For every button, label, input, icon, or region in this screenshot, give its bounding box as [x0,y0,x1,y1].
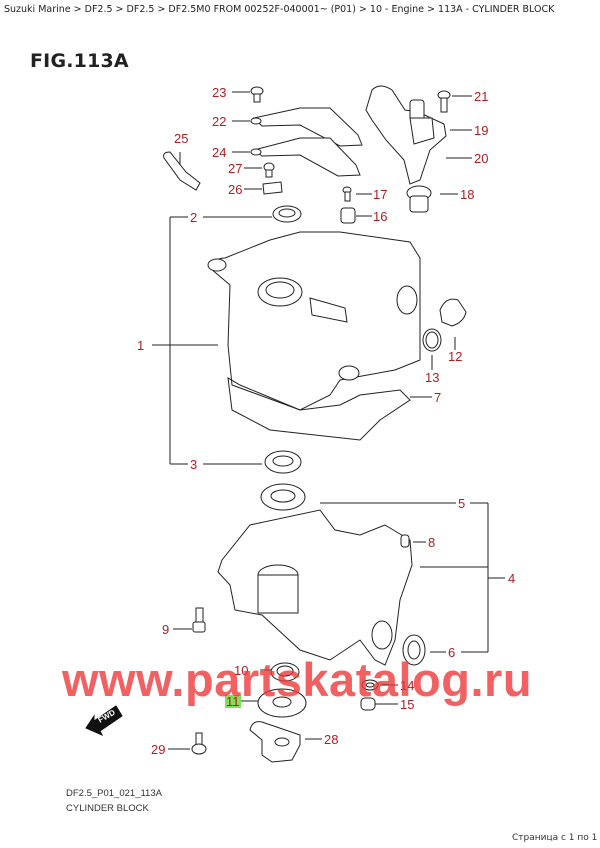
clip-26 [262,181,283,195]
hose-25 [163,151,201,191]
callout-18[interactable]: 18 [460,187,475,202]
figure-code: DF2.5_P01_021_113A [66,788,162,799]
o-ring-13 [422,328,442,352]
callout-20[interactable]: 20 [474,151,489,166]
bolt-21 [437,90,451,113]
figure-caption: CYLINDER BLOCK [66,803,149,814]
seal-10 [270,662,300,682]
callout-26[interactable]: 26 [228,182,243,197]
callout-23[interactable]: 23 [212,85,227,100]
callout-9[interactable]: 9 [162,622,170,637]
callout-16[interactable]: 16 [373,209,388,224]
callout-27[interactable]: 27 [228,161,243,176]
callout-22[interactable]: 22 [212,114,227,129]
bracket-24 [250,137,361,177]
thermostat-cover-19 [365,85,447,185]
leader-lines [152,91,505,750]
screw-17 [342,186,352,202]
washer-14 [361,679,379,691]
crankcase-4 [217,509,413,666]
callout-4[interactable]: 4 [508,571,516,586]
callout-7[interactable]: 7 [434,390,442,405]
callout-29[interactable]: 29 [151,742,166,757]
callout-19[interactable]: 19 [474,123,489,138]
callout-2[interactable]: 2 [190,210,198,225]
gasket-7 [227,377,411,441]
callout-11-highlighted[interactable]: 11 [225,694,241,709]
dowel-8 [400,534,410,548]
callout-24[interactable]: 24 [212,145,227,160]
callout-14[interactable]: 14 [400,678,415,693]
callout-10[interactable]: 10 [234,663,249,678]
bearing-3 [264,450,302,474]
callout-21[interactable]: 21 [474,89,489,104]
callout-8[interactable]: 8 [428,535,436,550]
callout-15[interactable]: 15 [400,697,415,712]
seal-11 [257,688,307,718]
thermostat-18 [406,185,432,213]
screw-29 [191,732,207,755]
cap-12 [439,298,467,327]
seal-2 [272,205,302,223]
screw-27 [263,162,275,178]
callout-1[interactable]: 1 [137,338,145,353]
bearing-5 [260,483,306,511]
cylinder-block-1 [207,231,421,411]
dowel-16 [340,207,356,224]
callout-28[interactable]: 28 [324,732,339,747]
plate-28 [249,721,301,763]
page-indicator: Страница с 1 по 1 [512,833,598,843]
bracket-22 [250,107,363,147]
callout-13[interactable]: 13 [425,370,440,385]
breadcrumb: Suzuki Marine > DF2.5 > DF2.5 > DF2.5M0 … [4,4,555,15]
figure-title: FIG.113A [30,50,129,72]
bolt-9 [192,607,206,633]
fwd-arrow-icon: FWD [85,705,123,737]
seal-6 [402,634,426,666]
callout-12[interactable]: 12 [448,349,463,364]
callout-6[interactable]: 6 [448,645,456,660]
callout-5[interactable]: 5 [458,496,466,511]
callout-3[interactable]: 3 [190,457,198,472]
callout-17[interactable]: 17 [373,187,388,202]
plug-15 [360,697,376,711]
callout-25[interactable]: 25 [174,131,189,146]
screw-23 [250,86,264,103]
